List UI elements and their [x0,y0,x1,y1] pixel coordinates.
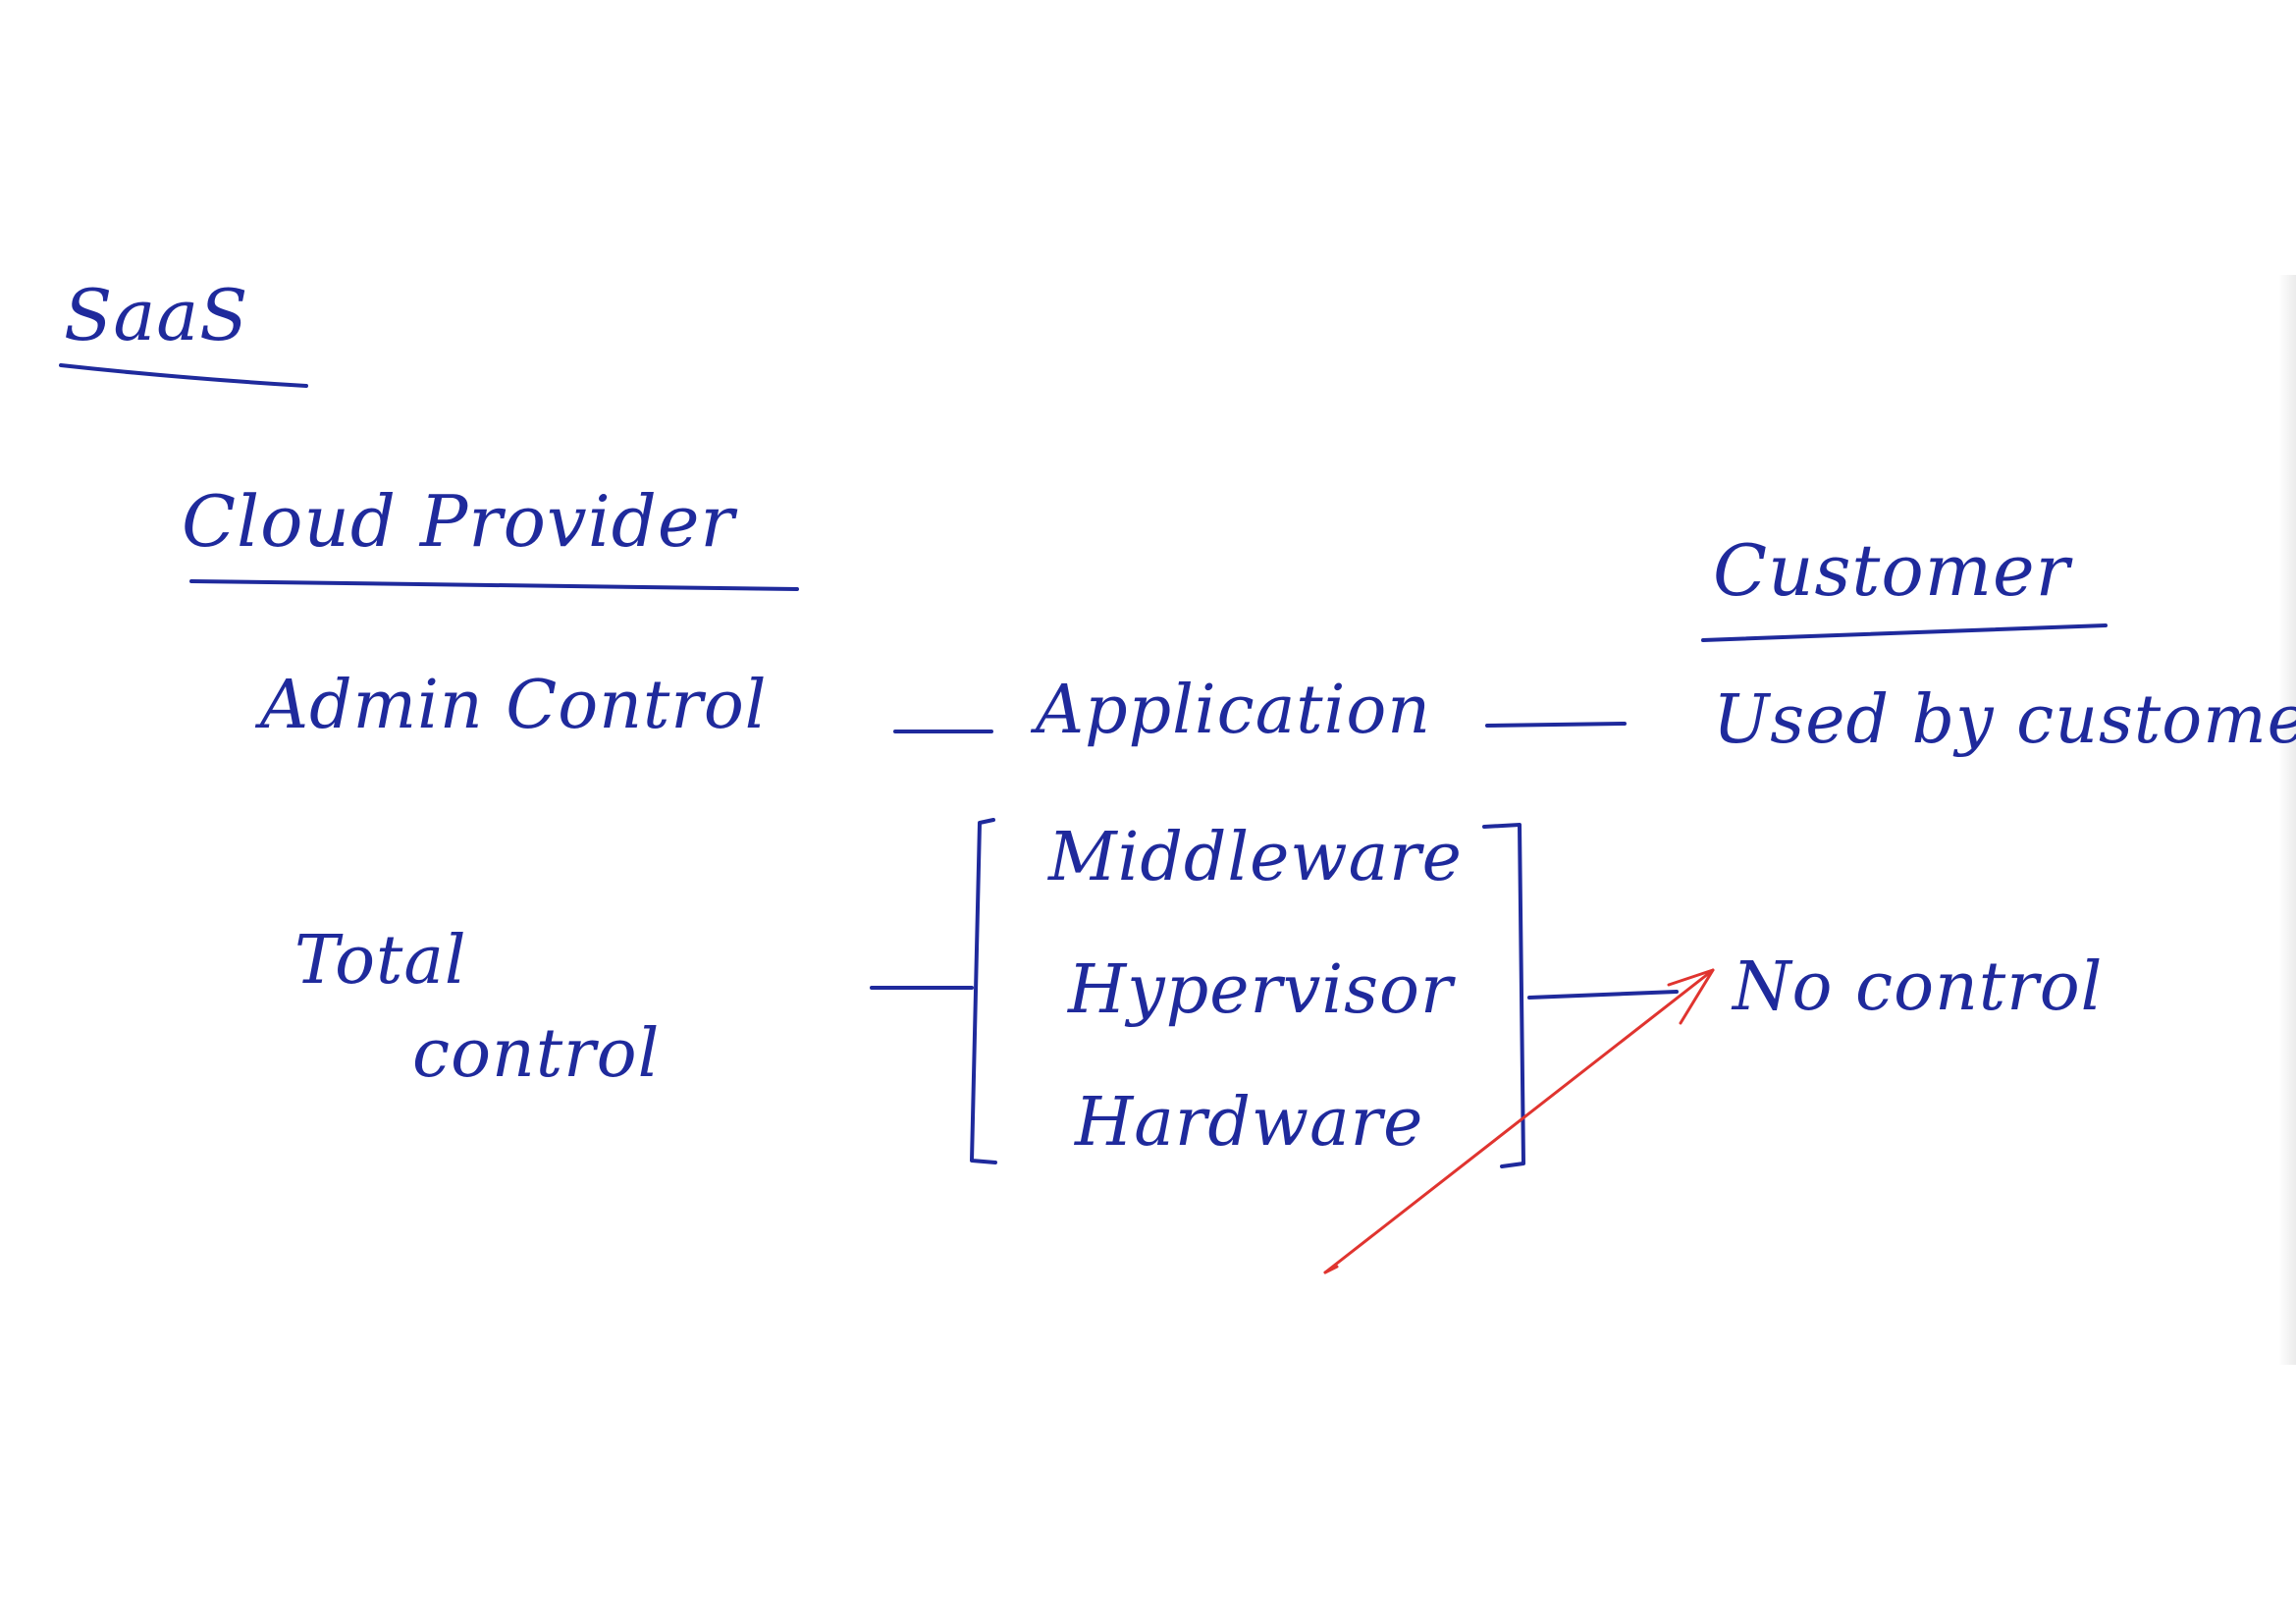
used-by-customer-text: Used by customer [1713,681,2296,759]
used-by-customer-label: Used by customer [1713,687,2296,754]
hypervisor-layer-label: Hypervisor [1068,951,1454,1029]
application-layer-label: Application [1036,672,1432,749]
total-control-label-line2: control [412,1015,661,1093]
customer-column-heading: Customer [1713,529,2070,612]
page-title: SaaS [64,274,249,356]
hardware-layer-label: Hardware [1075,1084,1424,1162]
paper-edge-shadow [2278,275,2296,1365]
title-underline [59,363,308,388]
provider-underline [189,579,799,591]
admin-control-label: Admin Control [260,667,768,744]
red-arrow-head [1667,968,1715,1025]
middleware-layer-label: Middleware [1048,819,1463,896]
right-bracket [1482,823,1525,1168]
bracket-to-no-control-connector [1527,990,1679,1000]
provider-column-heading: Cloud Provider [182,480,735,563]
left-bracket [970,818,997,1164]
red-correction-arrow [1323,968,1715,1274]
application-to-customer-connector [1485,722,1627,728]
total-control-label-line1: Total [294,922,467,1000]
red-arrow-tail [1323,1265,1339,1274]
customer-underline [1701,623,2108,642]
no-control-label: No control [1733,948,2104,1026]
